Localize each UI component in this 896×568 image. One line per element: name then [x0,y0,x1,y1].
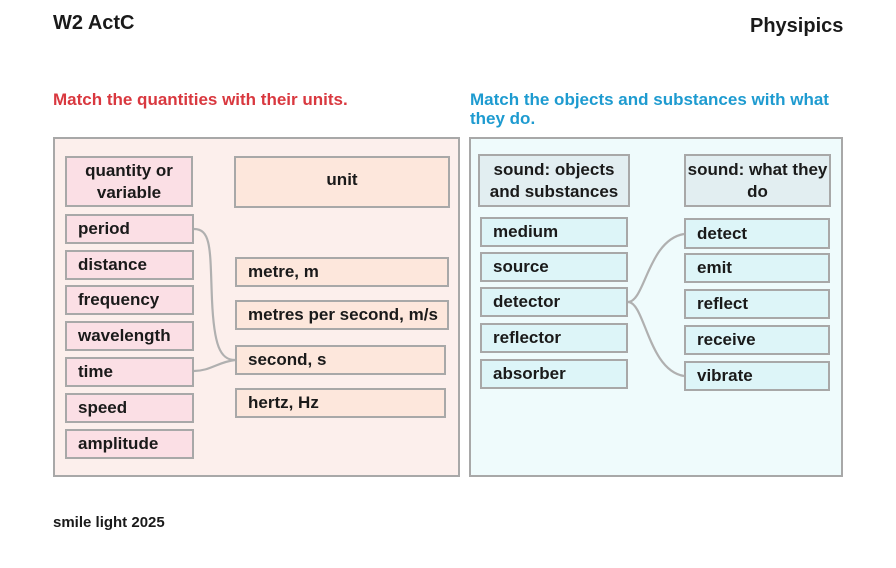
unit-card-metres-per-second[interactable]: metres per second, m/s [235,300,449,330]
object-card-detector[interactable]: detector [480,287,628,317]
match-line-detector-detect [627,232,685,304]
action-card-detect[interactable]: detect [684,218,830,249]
unit-card-metre[interactable]: metre, m [235,257,449,287]
activity-code: W2 ActC [53,12,135,34]
quantities-header: quantity or variable [65,156,193,207]
object-card-source[interactable]: source [480,252,628,282]
units-header: unit [234,156,450,208]
left-heading: Match the quantities with their units. [53,90,348,109]
action-card-emit[interactable]: emit [684,253,830,283]
quantity-card-wavelength[interactable]: wavelength [65,321,194,351]
actions-header: sound: what they do [684,154,831,207]
match-line-period-second [193,227,236,362]
quantity-card-distance[interactable]: distance [65,250,194,280]
action-card-vibrate[interactable]: vibrate [684,361,830,391]
quantity-card-amplitude[interactable]: amplitude [65,429,194,459]
unit-card-second[interactable]: second, s [235,345,446,375]
quantity-card-speed[interactable]: speed [65,393,194,423]
match-line-time-second [193,358,236,373]
objects-header: sound: objects and substances [478,154,630,207]
unit-card-hertz[interactable]: hertz, Hz [235,388,446,418]
right-heading: Match the objects and substances with wh… [470,90,829,128]
object-card-reflector[interactable]: reflector [480,323,628,353]
action-card-reflect[interactable]: reflect [684,289,830,319]
quantity-card-time[interactable]: time [65,357,194,387]
brand-name: Physipics [750,15,844,37]
action-card-receive[interactable]: receive [684,325,830,355]
quantity-card-frequency[interactable]: frequency [65,285,194,315]
object-card-medium[interactable]: medium [480,217,628,247]
object-card-absorber[interactable]: absorber [480,359,628,389]
match-line-detector-vibrate [627,300,685,378]
quantity-card-period[interactable]: period [65,214,194,244]
footer-credit: smile light 2025 [53,514,165,531]
